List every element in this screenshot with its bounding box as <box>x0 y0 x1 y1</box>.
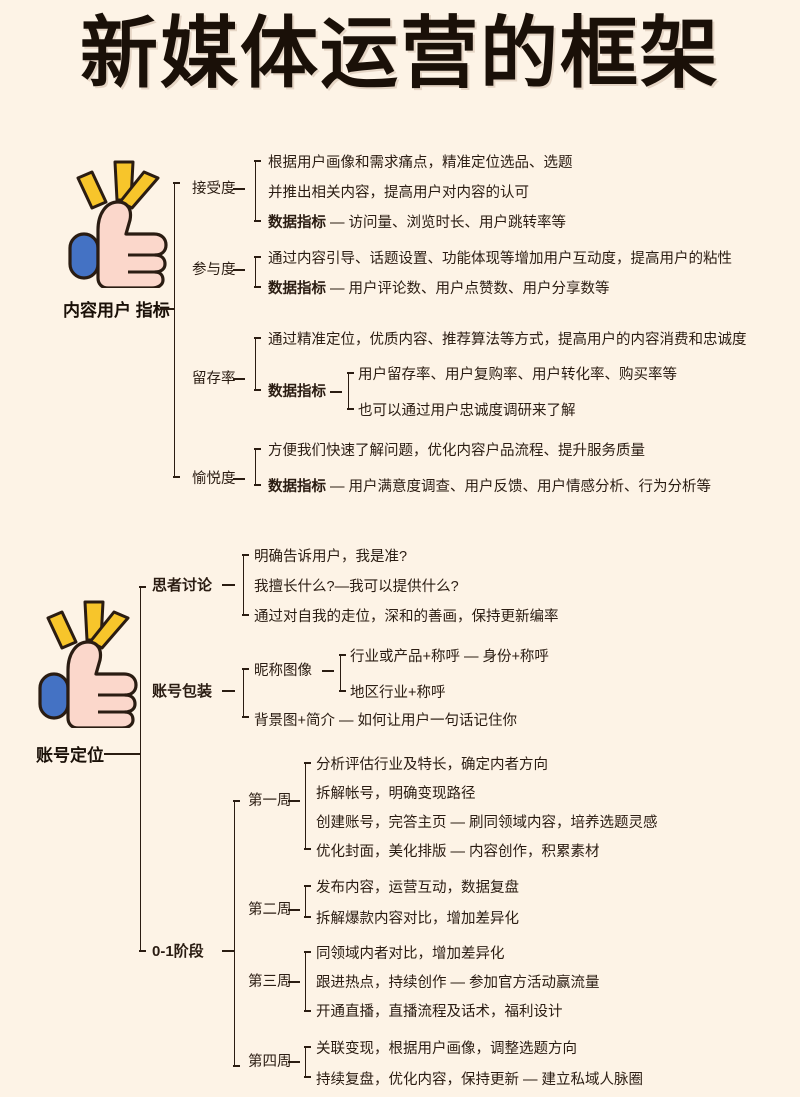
leaf-text: 背景图+简介—如何让用户一句话记住你 <box>254 714 517 729</box>
leaf-bracket-acceptance <box>254 160 262 222</box>
week-label: 第二周 <box>248 902 292 918</box>
branch-label-engagement: 参与度 <box>192 262 236 278</box>
week-label: 第四周 <box>248 1054 292 1070</box>
leaf-text: 根据用户画像和需求痛点，精准定位选品、选题 <box>268 155 573 171</box>
leaf-text: 方便我们快速了解问题，优化内容户品流程、提升服务质量 <box>268 443 645 459</box>
tick-account-packaging <box>222 690 235 692</box>
dash: — <box>338 713 354 729</box>
leaf-bracket-self-discussion <box>242 554 250 616</box>
sparkle-icon <box>76 160 160 210</box>
page-title: 新媒体运营的框架 <box>79 9 720 99</box>
leaf-text: 持续复盘，优化内容，保持更新 — 建立私域人脉圈 <box>316 1072 644 1088</box>
week-label: 第一周 <box>248 793 292 809</box>
leaf-text: 关联变现，根据用户画像，调整选题方向 <box>316 1041 577 1057</box>
trunk-stub-2 <box>104 753 140 755</box>
leaf-text: 数据指标—用户评论数、用户点赞数、用户分享数等 <box>268 282 610 297</box>
tick-acceptance <box>233 188 245 190</box>
metric-value: 访问量、浏览时长、用户跳转率等 <box>348 215 567 231</box>
tick-engagement <box>233 269 245 271</box>
thumbs-up-icon-2 <box>32 598 152 733</box>
leaf-text: 通过对自我的走位，深和的善画，保持更新编率 <box>254 609 559 625</box>
leaf-head: 背景图+简介 <box>254 713 335 729</box>
leaf-tail: 身份+称呼 <box>482 649 549 665</box>
dash: — <box>463 649 479 665</box>
branch-label-delight: 愉悦度 <box>192 471 236 487</box>
thumbs-up-icon-1 <box>62 158 182 293</box>
tick-week-4 <box>288 1061 300 1063</box>
leaf-bracket-retention <box>254 337 262 391</box>
branch-label-account-packaging: 账号包装 <box>152 683 213 700</box>
leaf-text: 用户留存率、用户复购率、用户转化率、购买率等 <box>358 367 677 383</box>
leaf-text: 分析评估行业及特长，确定内者方向 <box>316 757 548 773</box>
leaf-bracket-engagement <box>254 256 262 288</box>
leaf-text: 开通直播，直播流程及话术，福利设计 <box>316 1004 563 1020</box>
leaf-text: 也可以通过用户忠诚度调研来了解 <box>358 403 576 419</box>
leaf-bracket-week-1 <box>304 762 312 850</box>
metric-label: 数据指标 <box>268 384 326 400</box>
leaf-text: 发布内容，运营互动，数据复盘 <box>316 880 519 896</box>
leaf-bracket-delight <box>254 448 262 486</box>
metric-label: 数据指标 <box>268 281 326 297</box>
leaf-tail: 如何让用户一句话记住你 <box>357 713 517 729</box>
leaf-text: 数据指标—访问量、浏览时长、用户跳转率等 <box>268 216 566 231</box>
metric-value: 用户评论数、用户点赞数、用户分享数等 <box>348 281 610 297</box>
leaf-bracket-week-4 <box>304 1046 312 1078</box>
tick-week-3 <box>288 981 300 983</box>
leaf-bracket-week-3 <box>304 951 312 1012</box>
leaf-text: 拆解帐号，明确变现路径 <box>316 786 476 802</box>
sub-label-nickname-avatar: 昵称图像 <box>254 663 312 679</box>
tick-week-1 <box>288 800 300 802</box>
branch-spine-1 <box>173 182 181 478</box>
branch-label-self-discussion: 思者讨论 <box>152 577 213 594</box>
leaf-text: 跟进热点，持续创作 — 参加官方活动赢流量 <box>316 975 600 991</box>
metric-value: 用户满意度调查、用户反馈、用户情感分析、行为分析等 <box>348 479 712 495</box>
leaf-text: 地区行业+称呼 <box>350 685 446 701</box>
tick-retention-metrics <box>330 391 342 393</box>
tick-delight <box>233 478 245 480</box>
leaf-text: 我擅长什么?—我可以提供什么? <box>254 579 459 595</box>
branch-label-retention: 留存率 <box>192 371 236 387</box>
week-label: 第三周 <box>248 974 292 990</box>
sub-bracket-retention <box>347 372 355 410</box>
leaf-text: 同领域内者对比，增加差异化 <box>316 946 505 962</box>
root-label-1: 内容用户 指标 <box>63 301 170 320</box>
leaf-head: 行业或产品+称呼 <box>350 649 460 665</box>
sparkle-icon <box>46 600 130 650</box>
tick-nickname-avatar <box>322 670 334 672</box>
dash: — <box>330 479 345 495</box>
branch-spine-2 <box>139 586 147 952</box>
leaf-text: 通过精准定位，优质内容、推荐算法等方式，提高用户的内容消费和忠诚度 <box>268 332 747 348</box>
leaf-text: 通过内容引导、话题设置、功能体现等增加用户互动度，提高用户的粘性 <box>268 251 732 267</box>
sub-bracket-nickname <box>339 654 347 692</box>
week-spine <box>233 800 241 1067</box>
root-label-2: 账号定位 <box>36 746 104 765</box>
leaf-text: 数据指标—用户满意度调查、用户反馈、用户情感分析、行为分析等 <box>268 480 711 495</box>
dash: — <box>330 215 345 231</box>
tick-stage-0-1 <box>222 950 234 952</box>
leaf-text: 拆解爆款内容对比，增加差异化 <box>316 911 519 927</box>
leaf-bracket-week-2 <box>304 885 312 918</box>
metric-label: 数据指标 <box>268 479 326 495</box>
dash: — <box>330 281 345 297</box>
tick-week-2 <box>288 909 300 911</box>
tick-self-discussion <box>222 584 235 586</box>
leaf-text: 并推出相关内容，提高用户对内容的认可 <box>268 185 529 201</box>
leaf-bracket-account-packaging <box>242 668 250 718</box>
tick-retention <box>233 378 245 380</box>
branch-label-stage-0-1: 0-1阶段 <box>152 943 204 960</box>
branch-label-acceptance: 接受度 <box>192 181 236 197</box>
leaf-text: 明确告诉用户，我是准? <box>254 549 408 565</box>
leaf-text: 优化封面，美化排版 — 内容创作，积累素材 <box>316 844 600 860</box>
leaf-text: 行业或产品+称呼—身份+称呼 <box>350 650 549 665</box>
leaf-text: 创建账号，完答主页 — 刷同领域内容，培养选题灵感 <box>316 815 658 831</box>
trunk-stub-1 <box>160 308 174 310</box>
metric-label: 数据指标 <box>268 215 326 231</box>
